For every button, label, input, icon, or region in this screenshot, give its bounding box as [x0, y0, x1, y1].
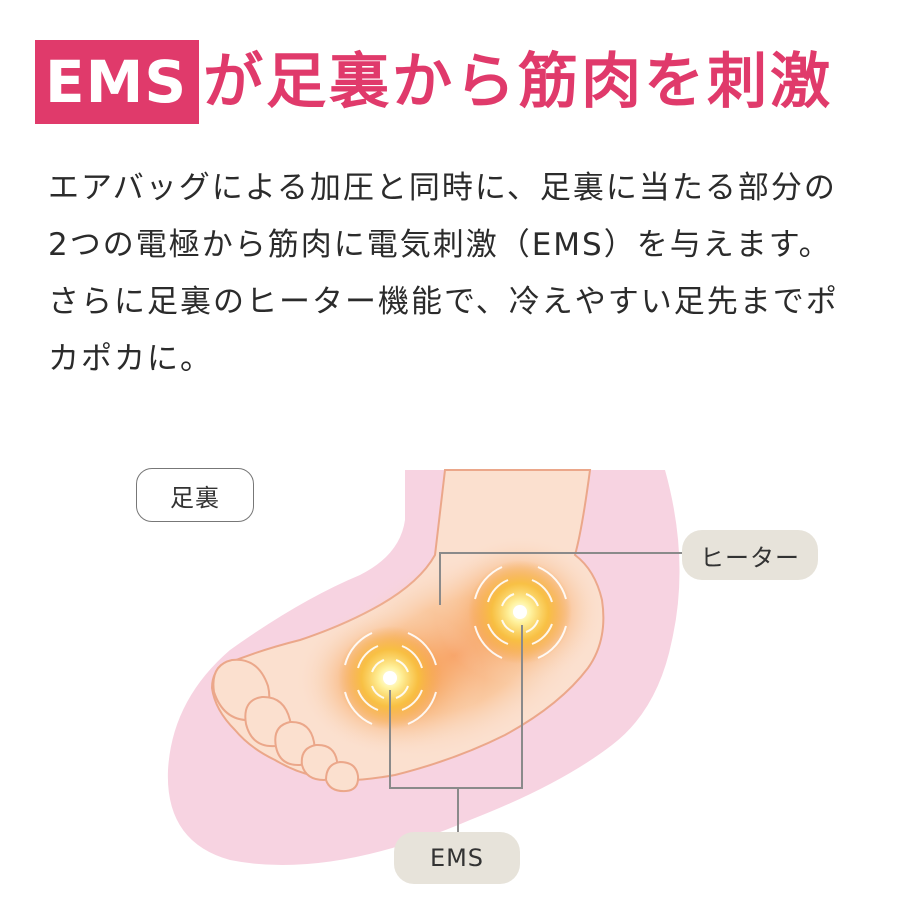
description-line: カポカに。 — [48, 341, 213, 377]
ems-badge: EMS — [35, 40, 200, 124]
callout-lines — [389, 552, 684, 834]
description-line: さらに足裏のヒーター機能で、冷えやすい足先までポ — [48, 284, 839, 320]
heater-callout-line — [439, 552, 684, 605]
ems-label: EMS — [394, 832, 520, 884]
headline: EMS が足裏から筋肉を刺激 — [35, 40, 833, 124]
sole-label: 足裏 — [136, 468, 254, 522]
foot-illustration — [167, 469, 684, 865]
toes — [212, 658, 360, 793]
ems-electrode-heel — [468, 560, 572, 664]
ems-callout-line — [389, 625, 523, 789]
description-line: 2つの電極から筋肉に電気刺激（EMS）を与えます。 — [48, 227, 832, 263]
description: エアバッグによる加圧と同時に、足裏に当たる部分の 2つの電極から筋肉に電気刺激（… — [48, 160, 868, 388]
heater-label: ヒーター — [682, 530, 818, 580]
headline-title: が足裏から筋肉を刺激 — [203, 47, 834, 117]
description-line: エアバッグによる加圧と同時に、足裏に当たる部分の — [48, 170, 837, 206]
ems-electrode-toe — [338, 626, 442, 730]
